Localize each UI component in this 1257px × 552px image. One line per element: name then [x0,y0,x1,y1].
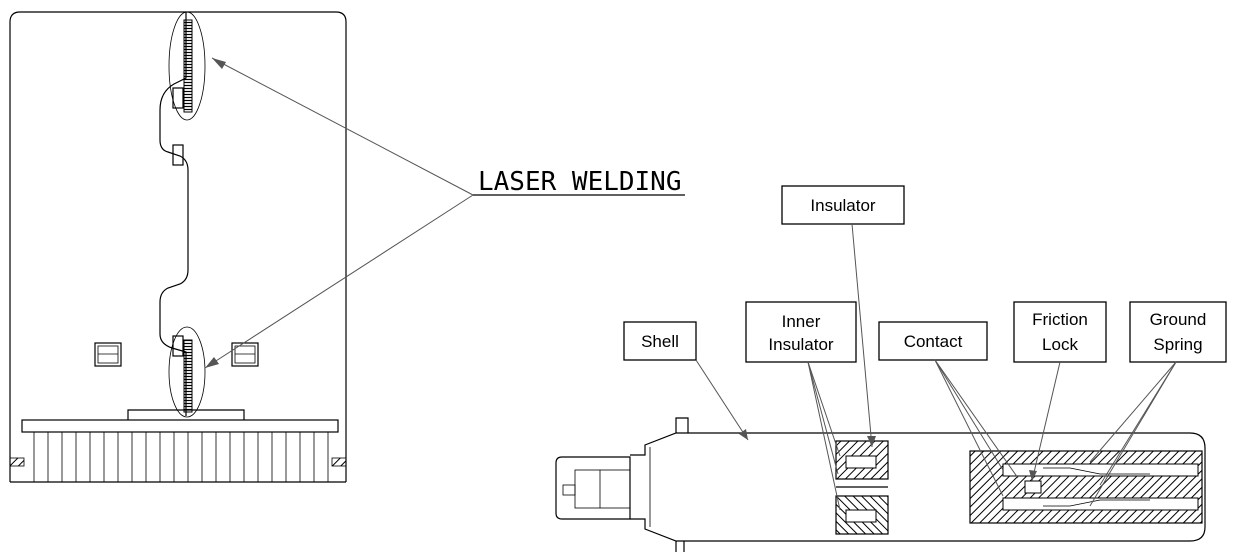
ground-spring-label-line1: Ground [1150,310,1207,329]
friction-lock-label-line2: Lock [1042,335,1078,354]
contact-label-box [878,321,988,361]
connector-body-outline [9,11,347,482]
shell-label-box [623,321,697,361]
cross-section-view: Insulator Shell Inner Insulator Contact … [555,185,1227,552]
side-window-right [231,342,259,367]
seam-tab [172,335,184,357]
inner-insulator-label-box [745,301,857,363]
inner-insulator-blocks [835,440,889,535]
shell-label: Shell [641,332,679,351]
terminal-header [9,409,347,483]
seam-tab [172,144,184,166]
friction-lock-label-box [1013,301,1107,363]
inner-insulator-label-line1: Inner [782,312,821,331]
leader-line-top [211,57,474,196]
leader-line-bottom [204,194,474,369]
friction-lock-label-line1: Friction [1032,310,1088,329]
seam-tab [172,87,184,109]
arrowhead [205,357,219,368]
weld-seam-bottom [183,339,193,413]
left-connector-view [9,11,347,483]
ground-spring-label-line2: Spring [1153,335,1202,354]
insulator-label: Insulator [810,196,876,215]
side-window-left [94,342,122,367]
shell-body [630,432,1206,542]
arrowhead [212,58,226,69]
leader-lines [695,223,1177,511]
plug-end [555,456,631,520]
contact-label: Contact [904,332,963,351]
inner-insulator-label-line2: Insulator [768,335,834,354]
weld-highlight-bottom [168,326,206,418]
insulator-label-box [781,185,905,225]
laser-welding-label: LASER WELDING [478,167,682,197]
contact-assembly [969,450,1203,524]
seam-outline [159,12,189,416]
laser-welding-callout: LASER WELDING [204,57,685,369]
ground-spring-label-box [1129,301,1227,363]
weld-seam-top [183,19,193,113]
weld-highlight-top [168,11,206,121]
